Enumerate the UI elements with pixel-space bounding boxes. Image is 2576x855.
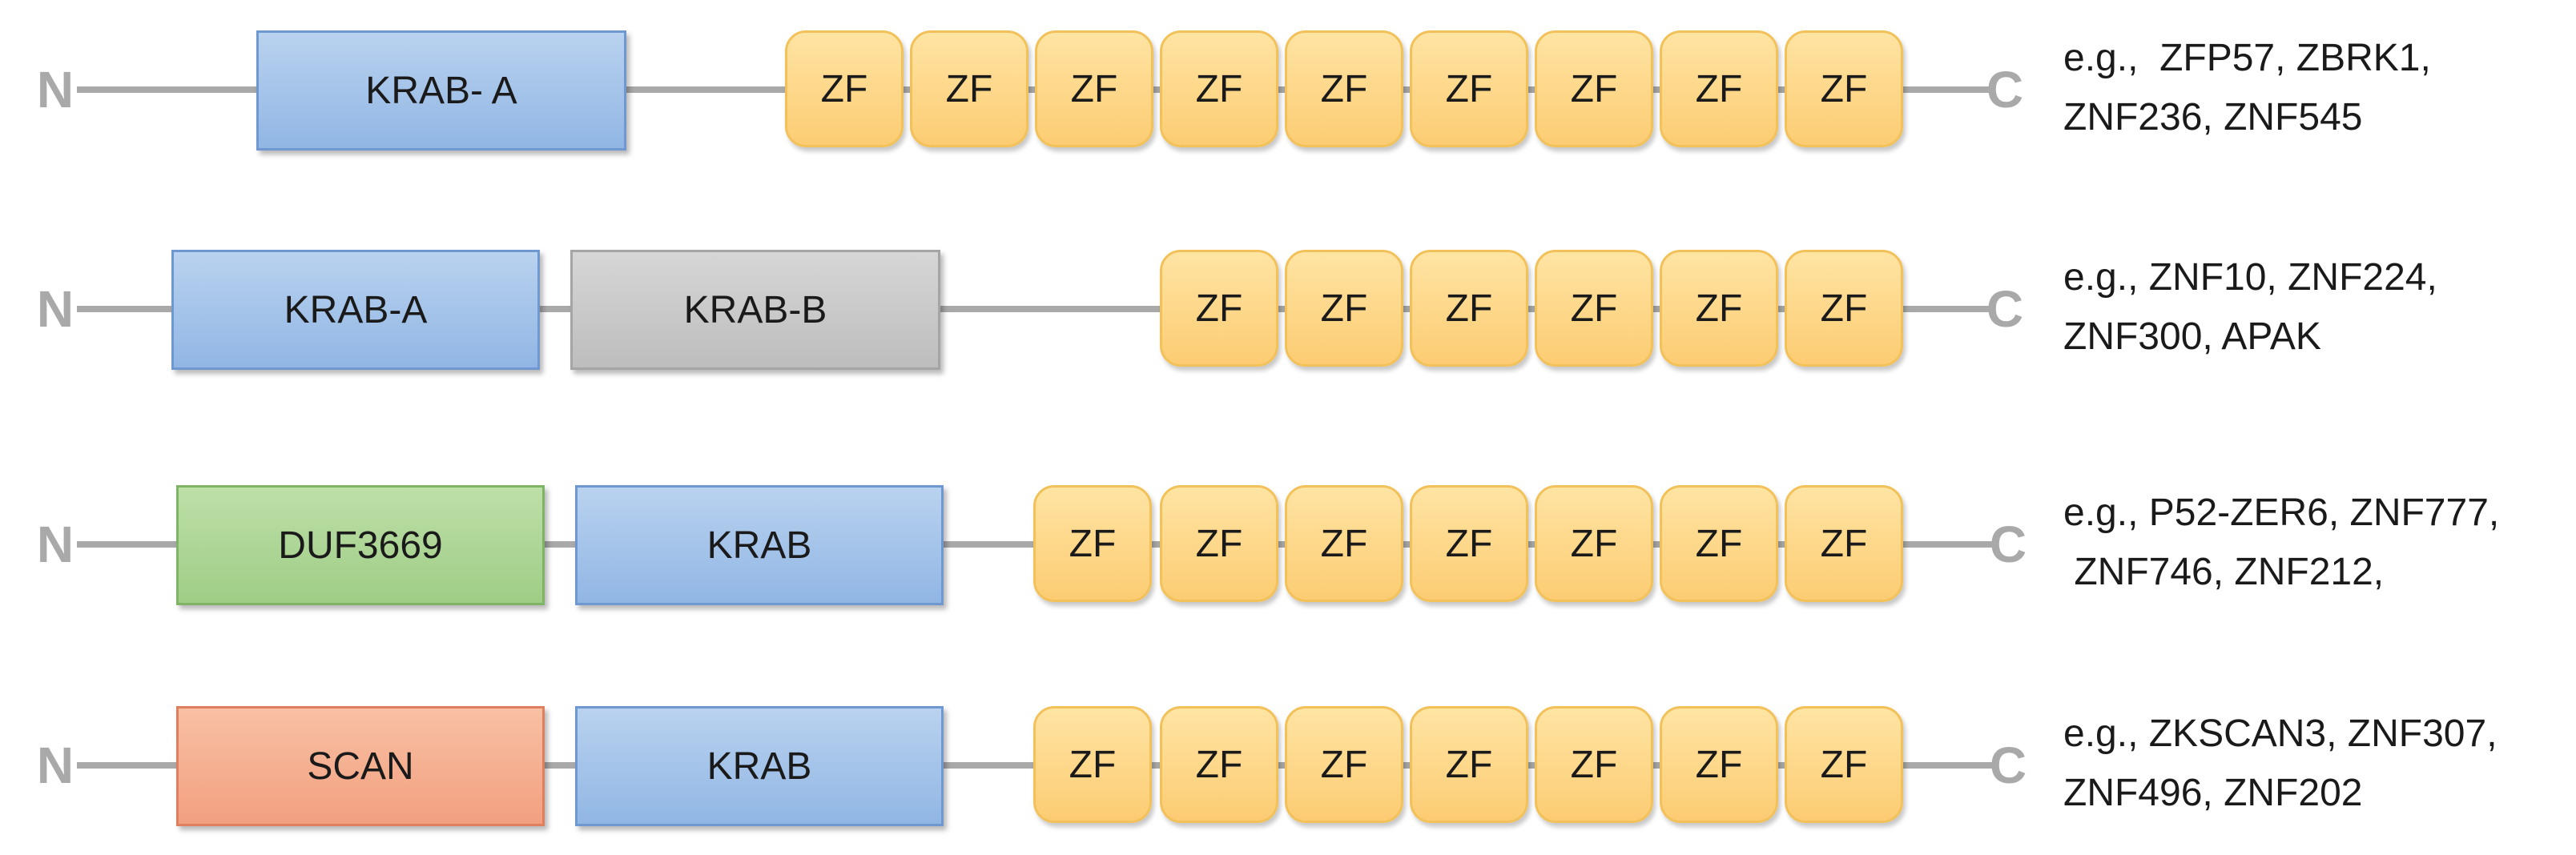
zf-label: ZF (1445, 522, 1493, 565)
example-line: ZNF496, ZNF202 (2063, 772, 2363, 814)
zf-label: ZF (1320, 67, 1368, 110)
zinc-finger-domain: ZF (1160, 485, 1278, 602)
example-proteins: e.g., ZFP57, ZBRK1, ZNF236, ZNF545 (2063, 29, 2568, 147)
protein-row-2: N KRAB-A KRAB-B ZF ZF ZF ZF ZF ZF C e.g.… (0, 245, 2576, 373)
zf-label: ZF (1195, 522, 1243, 565)
domain-label: KRAB (706, 524, 812, 567)
zinc-finger-domain: ZF (1033, 485, 1152, 602)
zf-label: ZF (1320, 743, 1368, 786)
zf-label: ZF (1570, 67, 1618, 110)
example-line: e.g., P52-ZER6, ZNF777, (2063, 492, 2500, 534)
example-line: ZNF236, ZNF545 (2063, 96, 2363, 138)
zinc-finger-domain: ZF (1285, 706, 1403, 823)
example-line: e.g., ZKSCAN3, ZNF307, (2063, 712, 2498, 755)
zinc-finger-domain: ZF (1285, 30, 1403, 147)
c-terminus-label: C (1989, 737, 2027, 794)
zf-label: ZF (1070, 67, 1118, 110)
example-line: e.g., ZFP57, ZBRK1, (2063, 37, 2431, 79)
example-line: ZNF300, APAK (2063, 315, 2321, 358)
zinc-finger-domain: ZF (1535, 30, 1653, 147)
zf-label: ZF (1820, 67, 1868, 110)
scan-domain: SCAN (176, 706, 545, 826)
zf-label: ZF (1695, 287, 1743, 330)
zinc-finger-domain: ZF (1785, 706, 1903, 823)
n-terminus-label: N (36, 61, 74, 118)
zinc-finger-domain: ZF (785, 30, 904, 147)
krab-b-domain: KRAB-B (570, 250, 940, 370)
zf-label: ZF (1445, 287, 1493, 330)
protein-row-4: N SCAN KRAB ZF ZF ZF ZF ZF ZF ZF C e.g.,… (0, 701, 2576, 829)
example-line: ZNF746, ZNF212, (2063, 551, 2385, 593)
zinc-finger-domain: ZF (1785, 250, 1903, 367)
protein-row-1: N KRAB- A ZF ZF ZF ZF ZF ZF ZF ZF ZF C e… (0, 26, 2576, 154)
n-terminus-label: N (36, 516, 74, 573)
zinc-finger-domain: ZF (1410, 706, 1528, 823)
zinc-finger-domain: ZF (1535, 250, 1653, 367)
duf3669-domain: DUF3669 (176, 485, 545, 605)
zinc-finger-domain: ZF (1785, 485, 1903, 602)
zinc-finger-domain: ZF (1660, 706, 1778, 823)
zf-label: ZF (1820, 743, 1868, 786)
zf-label: ZF (1445, 743, 1493, 786)
zinc-finger-domain: ZF (1785, 30, 1903, 147)
krab-domain: KRAB (575, 706, 944, 826)
krab-a-domain: KRAB-A (171, 250, 540, 370)
domain-label: KRAB-B (683, 288, 827, 331)
zinc-finger-domain: ZF (1410, 250, 1528, 367)
zinc-finger-domain: ZF (1285, 485, 1403, 602)
zf-label: ZF (1195, 67, 1243, 110)
zf-label: ZF (1195, 743, 1243, 786)
krab-domain: KRAB (575, 485, 944, 605)
zinc-finger-domain: ZF (1535, 706, 1653, 823)
zf-label: ZF (1570, 743, 1618, 786)
zf-label: ZF (1695, 522, 1743, 565)
zf-label: ZF (1820, 522, 1868, 565)
domain-label: DUF3669 (278, 524, 443, 567)
zf-label: ZF (1570, 287, 1618, 330)
zf-label: ZF (1570, 522, 1618, 565)
backbone-line (77, 306, 1990, 312)
zinc-finger-domain: ZF (1035, 30, 1153, 147)
zinc-finger-domain: ZF (1033, 706, 1152, 823)
n-terminus-label: N (36, 737, 74, 794)
zinc-finger-domain: ZF (1410, 485, 1528, 602)
c-terminus-label: C (1989, 516, 2027, 573)
domain-label: KRAB- A (365, 69, 517, 112)
backbone-line (77, 86, 1990, 93)
zf-label: ZF (1069, 522, 1117, 565)
zinc-finger-domain: ZF (1160, 30, 1278, 147)
domain-label: SCAN (307, 745, 414, 788)
domain-label: KRAB-A (284, 288, 428, 331)
krab-a-domain: KRAB- A (256, 30, 626, 151)
zf-label: ZF (1320, 522, 1368, 565)
zinc-finger-domain: ZF (1160, 706, 1278, 823)
zf-label: ZF (1695, 743, 1743, 786)
zf-label: ZF (820, 67, 868, 110)
example-line: e.g., ZNF10, ZNF224, (2063, 256, 2437, 299)
zf-label: ZF (1820, 287, 1868, 330)
zf-label: ZF (1445, 67, 1493, 110)
zinc-finger-domain: ZF (1160, 250, 1278, 367)
zf-label: ZF (1695, 67, 1743, 110)
zinc-finger-domain: ZF (1410, 30, 1528, 147)
zinc-finger-domain: ZF (1285, 250, 1403, 367)
zinc-finger-domain: ZF (1660, 30, 1778, 147)
example-proteins: e.g., ZNF10, ZNF224, ZNF300, APAK (2063, 248, 2568, 367)
zf-label: ZF (1069, 743, 1117, 786)
domain-label: KRAB (706, 745, 812, 788)
zf-label: ZF (945, 67, 993, 110)
example-proteins: e.g., P52-ZER6, ZNF777, ZNF746, ZNF212, (2063, 484, 2568, 602)
protein-row-3: N DUF3669 KRAB ZF ZF ZF ZF ZF ZF ZF C e.… (0, 480, 2576, 608)
zf-label: ZF (1195, 287, 1243, 330)
c-terminus-label: C (1986, 61, 2024, 118)
zinc-finger-domain: ZF (1660, 485, 1778, 602)
c-terminus-label: C (1986, 280, 2024, 338)
zinc-finger-domain: ZF (1535, 485, 1653, 602)
zf-label: ZF (1320, 287, 1368, 330)
zinc-finger-domain: ZF (1660, 250, 1778, 367)
example-proteins: e.g., ZKSCAN3, ZNF307, ZNF496, ZNF202 (2063, 704, 2568, 823)
zinc-finger-domain: ZF (910, 30, 1028, 147)
n-terminus-label: N (36, 280, 74, 338)
